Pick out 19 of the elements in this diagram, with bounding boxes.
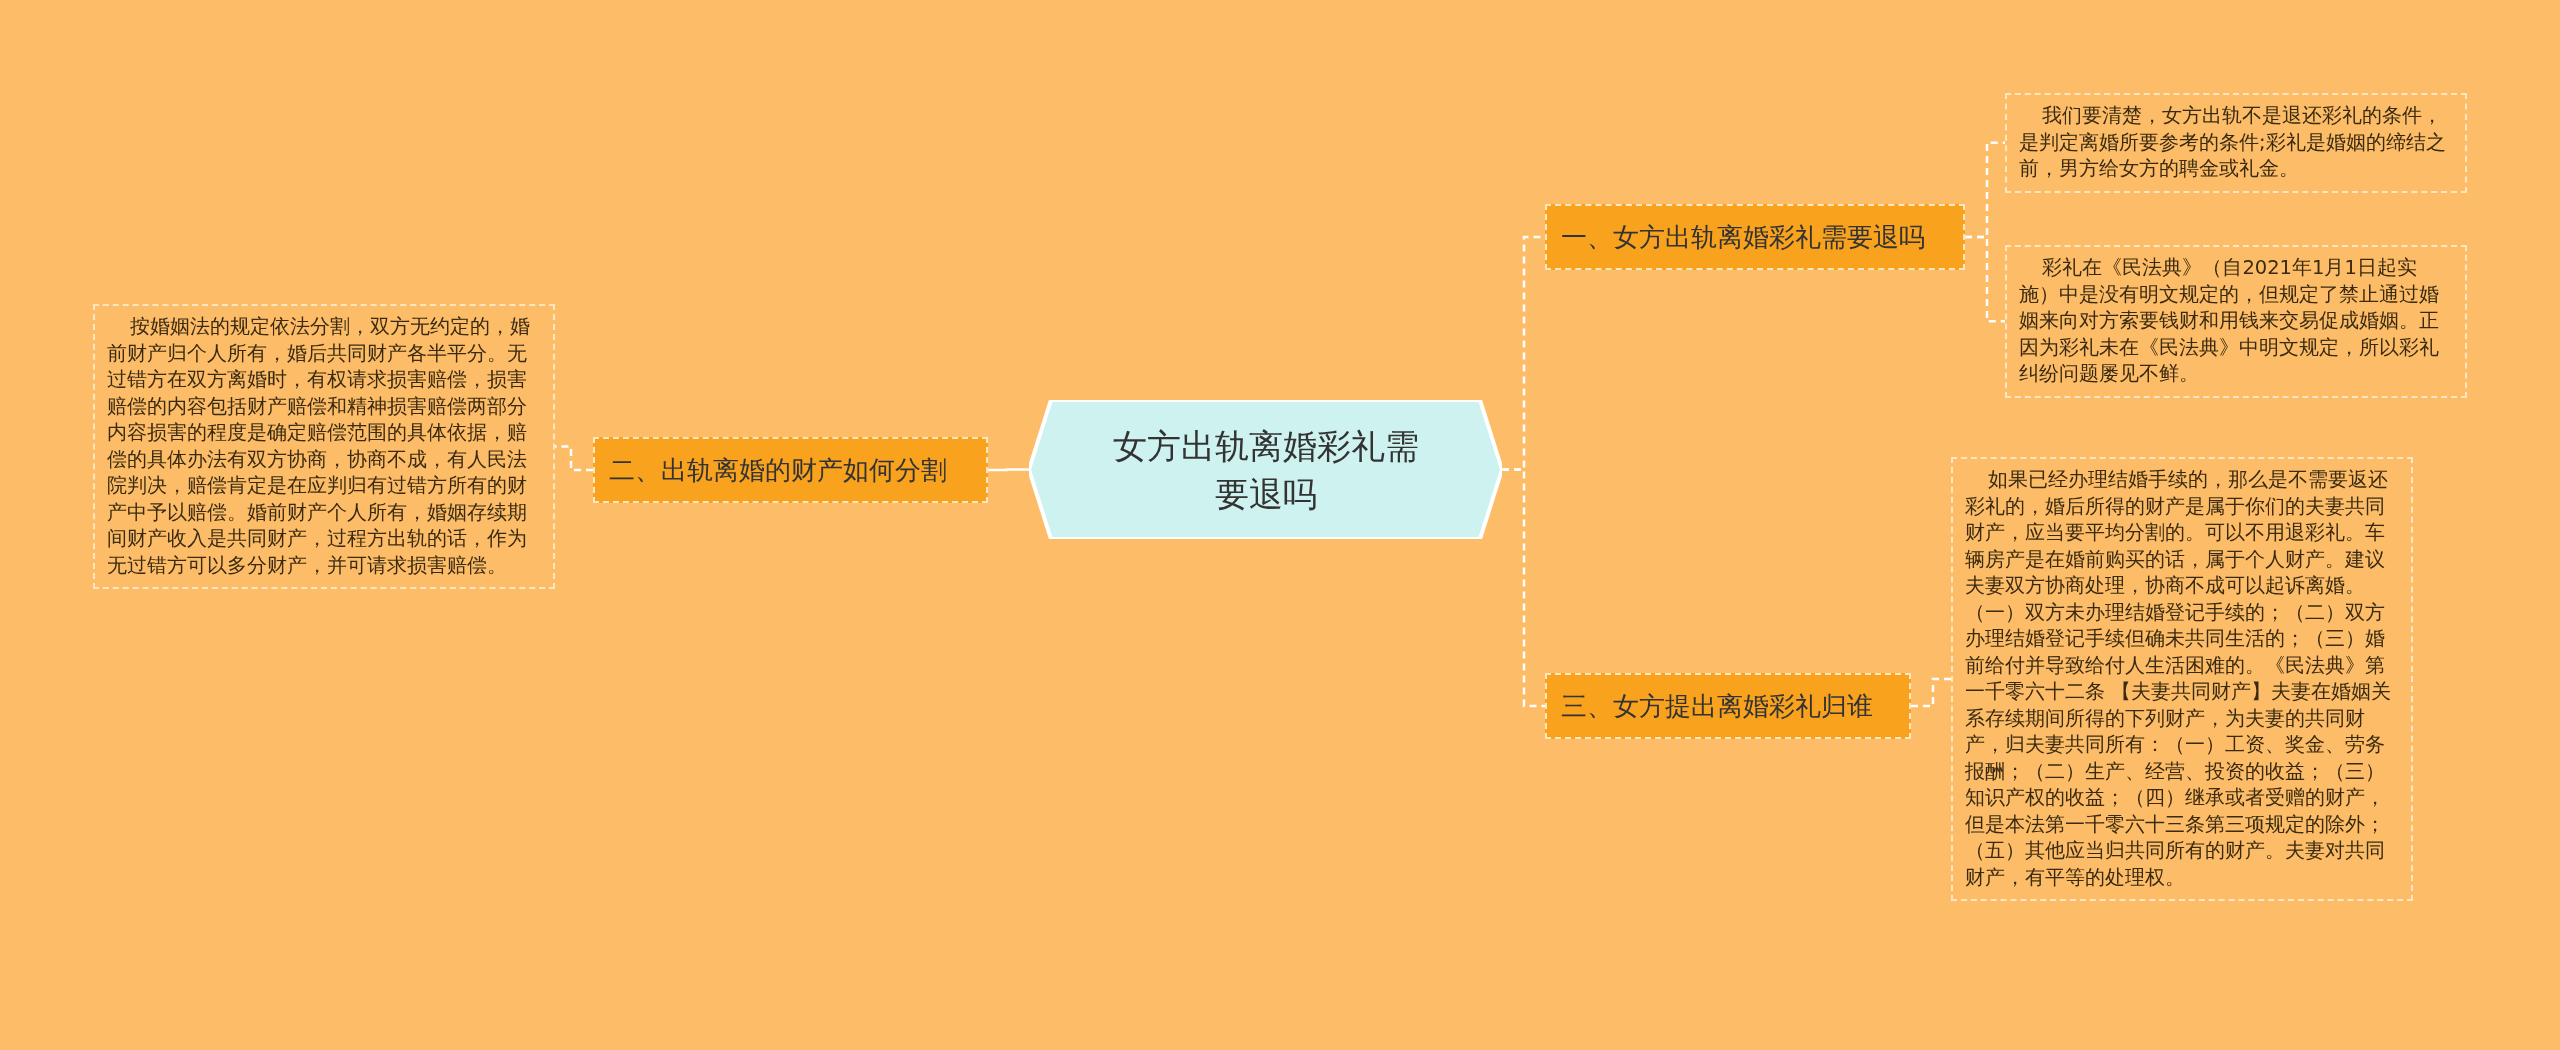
- branch-box: [1545, 673, 1911, 739]
- note-text: 如果已经办理结婚手续的，那么是不需要返还彩礼的，婚后所得的财产是属于你们的夫妻共同财产，应当要平均分割的。可以不用退彩礼。车辆房产是在婚前购买的话，属于个人财产。建议夫妻双方协商处理，协商不成可以起诉离婚。（一）双方未办理结婚登记手续的；（二）双方办理结婚登记手续但确未共同生活的；（三）婚前给付并导致给付人生活困难的。《民法典》第一千零六十二条 【夫妻共同财产】夫妻在婚姻关系存续期间所得的下列财产，为夫妻的共同财产，归夫妻共同所有：（一）工资、奖金、劳务报酬；（二）生产、经营、投资的收益；（三）知识产权的收益；（四）继承或者受赠的财产，但是本法第一千零六十三条第三项规定的除外；（五）其他应当归共同所有的财产。夫妻对共同财产，有平等的处理权。: [1965, 467, 2393, 891]
- connector-line: [988, 468, 1029, 472]
- branch-title: 一、女方出轨离婚彩礼需要退吗: [1561, 220, 1925, 254]
- note-text: 我们要清楚，女方出轨不是退还彩礼的条件，是判定离婚所要参考的条件;彩礼是婚姻的缔结之前，男方给女方的聘金或礼金。: [2019, 103, 2447, 182]
- topic-title: 女方出轨离婚彩礼需要退吗: [1111, 424, 1420, 516]
- branch-box: [593, 437, 988, 503]
- connector-line: [1965, 235, 2005, 323]
- note-text: 彩礼在《民法典》（自2021年1月1日起实施）中是没有明文规定的，但规定了禁止通过婚姻来向对方索要钱财和用钱来交易促成婚姻。正因为彩礼未在《民法典》中明文规定，所以彩礼纠纷问题屡见不鲜。: [2019, 255, 2440, 387]
- connector-line: [1911, 677, 1951, 708]
- branch-box: [1545, 204, 1965, 270]
- branch-title: 三、女方提出离婚彩礼归谁: [1561, 689, 1873, 723]
- note-box: [2005, 245, 2467, 398]
- connector-line: [555, 445, 593, 472]
- connector-line: [1502, 468, 1545, 708]
- note-box: [2005, 93, 2467, 193]
- branch-title: 二、出轨离婚的财产如何分割: [609, 453, 947, 487]
- central-topic-hexagon: [1029, 400, 1502, 539]
- note-text: 按婚姻法的规定依法分割，双方无约定的，婚前财产归个人所有，婚后共同财产各半平分。无过错方在双方离婚时，有权请求损害赔偿，损害赔偿的内容包括财产赔偿和精神损害赔偿两部分内容损害的程度是确定赔偿范围的具体依据，赔偿的具体办法有双方协商，协商不成，有人民法院判决，赔偿肯定是在应判归有过错方所有的财产中予以赔偿。婚前财产个人所有，婚姻存续期间财产收入是共同财产，过程方出轨的话，作为无过错方可以多分财产，并可请求损害赔偿。: [107, 314, 532, 579]
